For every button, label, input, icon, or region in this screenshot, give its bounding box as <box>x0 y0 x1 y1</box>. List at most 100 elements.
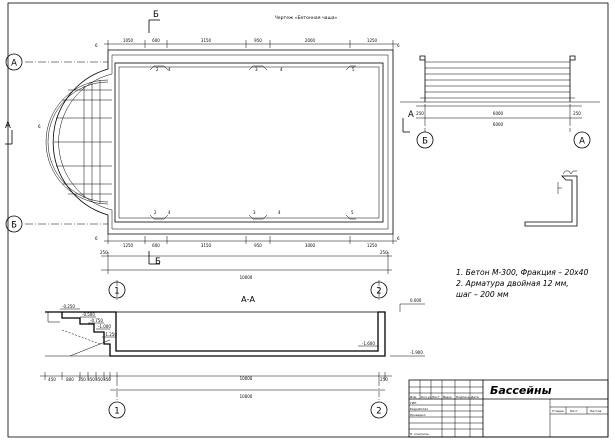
note-line-2: 2. Арматура двойная 12 мм, <box>456 279 569 288</box>
note-line-3: шаг – 200 мм <box>456 290 509 299</box>
svg-text:5: 5 <box>352 67 355 72</box>
construction-notes: 1. Бетон М-300, Фракция – 20х40 2. Армат… <box>456 268 588 299</box>
title-block: Изм. Кол.уч Лист №док Подпись Дата ГИП Р… <box>408 379 609 438</box>
svg-text:Б: Б <box>11 221 17 231</box>
note-line-1: 1. Бетон М-300, Фракция – 20х40 <box>456 268 588 277</box>
section-mark-b-top: Б <box>148 10 160 33</box>
wall-detail <box>524 170 578 227</box>
svg-text:2: 2 <box>376 287 381 297</box>
svg-text:1: 1 <box>114 407 119 417</box>
overall-dimension: 250 250 10000 <box>100 250 392 280</box>
svg-text:2: 2 <box>376 407 381 417</box>
axis-bubble-b <box>5 215 23 233</box>
svg-text:10000: 10000 <box>240 275 253 280</box>
plan-view: А Б А 6 6 6 <box>5 38 414 300</box>
svg-text:6: 6 <box>95 43 98 48</box>
ladder-marks-top: 2 4 3 4 5 <box>149 65 356 72</box>
svg-text:2: 2 <box>156 67 159 72</box>
svg-text:Б: Б <box>153 10 159 20</box>
svg-text:Кол.уч: Кол.уч <box>421 395 432 399</box>
svg-text:Б: Б <box>422 137 428 147</box>
svg-text:-1.600: -1.600 <box>362 341 375 346</box>
svg-text:950: 950 <box>254 38 262 43</box>
svg-text:6000: 6000 <box>493 111 504 116</box>
top-dimension-chain: 1050 600 3150 950 2000 1250 <box>104 38 397 50</box>
svg-text:А: А <box>579 137 585 147</box>
svg-text:6000: 6000 <box>493 122 504 127</box>
svg-text:250: 250 <box>380 250 388 255</box>
svg-text:Разработал: Разработал <box>410 407 428 411</box>
pool-outline-mid <box>58 54 389 230</box>
axis-bubble-b-side <box>416 131 434 149</box>
svg-text:Б: Б <box>155 257 161 267</box>
svg-text:Листов: Листов <box>590 409 601 413</box>
svg-text:Дата: Дата <box>471 395 479 399</box>
svg-text:250: 250 <box>380 377 388 382</box>
pool-inner <box>118 66 380 219</box>
svg-text:-0.500: -0.500 <box>82 312 95 317</box>
svg-text:3150: 3150 <box>201 243 212 248</box>
svg-text:350: 350 <box>78 377 86 382</box>
svg-text:350: 350 <box>103 377 111 382</box>
svg-text:1: 1 <box>114 287 119 297</box>
svg-text:2: 2 <box>154 210 157 215</box>
section-mark-b-bottom: Б <box>148 251 161 267</box>
svg-text:450: 450 <box>48 377 56 382</box>
section-a-a: А-А -0.250 -0.500 -0.750 -1.000 -1.250 -… <box>40 295 425 419</box>
svg-text:-0.250: -0.250 <box>62 304 75 309</box>
title-block-title: Бассейны <box>490 384 552 397</box>
cut-mark-a-left: А <box>5 121 13 145</box>
svg-text:А: А <box>408 110 414 120</box>
svg-text:Н. контроль: Н. контроль <box>410 432 429 436</box>
section-title: А-А <box>241 295 255 304</box>
svg-text:3150: 3150 <box>201 38 212 43</box>
axis-bubble-1-bottom <box>108 401 126 419</box>
svg-text:-1.900: -1.900 <box>410 350 423 355</box>
pool-outline-outer <box>52 49 394 235</box>
svg-text:Подпись: Подпись <box>456 395 470 399</box>
bottom-dimension-chain: 1250 600 3150 950 3000 1250 <box>104 234 397 248</box>
svg-text:Проверил: Проверил <box>410 413 425 417</box>
svg-text:10000: 10000 <box>240 376 253 381</box>
svg-text:-1.000: -1.000 <box>98 324 111 329</box>
svg-text:250: 250 <box>100 250 108 255</box>
axis-bubble-a <box>5 53 23 71</box>
svg-text:950: 950 <box>254 243 262 248</box>
svg-text:2000: 2000 <box>305 38 316 43</box>
svg-text:350: 350 <box>87 377 95 382</box>
svg-text:Изм.: Изм. <box>410 395 417 399</box>
semicircle-steps <box>45 79 112 205</box>
axis-bubble-2-top <box>370 281 388 299</box>
svg-text:10000: 10000 <box>240 394 253 399</box>
svg-text:0.000: 0.000 <box>410 298 422 303</box>
svg-text:4: 4 <box>278 210 281 215</box>
svg-text:Лист: Лист <box>432 395 440 399</box>
svg-text:6: 6 <box>95 236 98 241</box>
svg-text:600: 600 <box>152 38 160 43</box>
svg-text:5: 5 <box>351 210 354 215</box>
svg-text:3000: 3000 <box>305 243 316 248</box>
svg-text:4: 4 <box>168 67 171 72</box>
svg-text:3: 3 <box>255 67 258 72</box>
cut-mark-a-right: А <box>402 110 414 133</box>
svg-text:1250: 1250 <box>367 243 378 248</box>
svg-text:250: 250 <box>573 111 581 116</box>
svg-text:№док: №док <box>443 395 452 399</box>
svg-text:ГИП: ГИП <box>410 401 416 405</box>
svg-text:6: 6 <box>397 43 400 48</box>
svg-text:600: 600 <box>152 243 160 248</box>
svg-text:1250: 1250 <box>367 38 378 43</box>
svg-text:6: 6 <box>397 236 400 241</box>
svg-text:-1.250: -1.250 <box>104 332 117 337</box>
sheet-frame <box>7 2 609 438</box>
svg-text:А: А <box>11 59 17 69</box>
side-view: 250 6000 250 6000 Б А <box>400 55 600 149</box>
svg-text:3: 3 <box>253 210 256 215</box>
drawing-header: Чертеж «Бетонная чаша» <box>275 15 338 21</box>
svg-text:Лист: Лист <box>570 409 578 413</box>
svg-text:1050: 1050 <box>123 38 134 43</box>
svg-text:250: 250 <box>416 111 424 116</box>
svg-text:800: 800 <box>66 377 74 382</box>
axis-bubble-a-side <box>573 131 591 149</box>
